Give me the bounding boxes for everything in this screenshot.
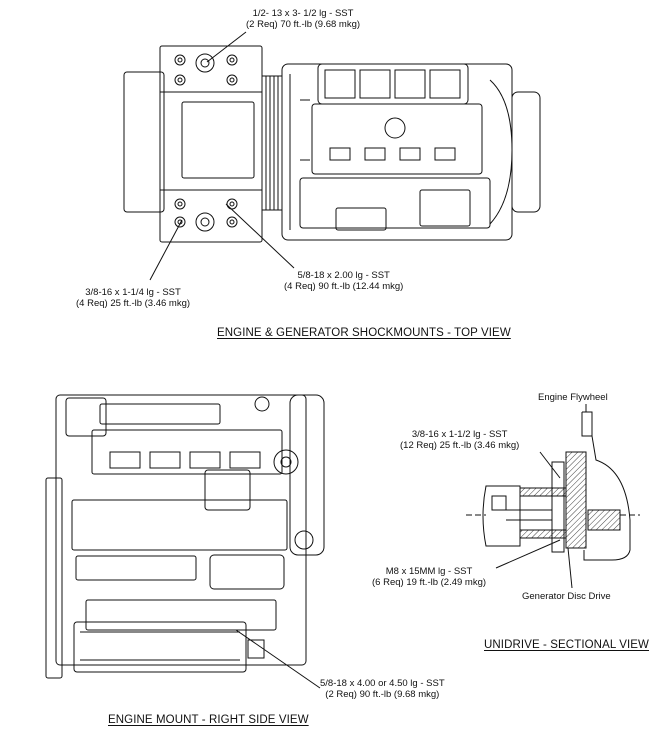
right-bolt-callout: 5/8-18 x 2.00 lg - SST (4 Req) 90 ft.-lb… [284,270,403,292]
left-bolt-callout: 3/8-16 x 1-1/4 lg - SST (4 Req) 25 ft.-l… [76,287,190,309]
flywheel-bolt-torque: (12 Req) 25 ft.-lb (3.46 mkg) [400,440,520,451]
left-bolt-spec: 3/8-16 x 1-1/4 lg - SST [85,287,181,298]
side-mount-torque: (2 Req) 90 ft.-lb (9.68 mkg) [325,689,440,700]
sectional-view-leaders [495,404,587,589]
disc-bolt-spec: M8 x 15MM lg - SST [385,566,473,577]
disc-drive-label: Generator Disc Drive [522,591,611,602]
flywheel-bolt-spec: 3/8-16 x 1-1/2 lg - SST [411,429,508,440]
right-bolt-torque: (4 Req) 90 ft.-lb (12.44 mkg) [284,281,404,292]
disc-bolt-callout: M8 x 15MM lg - SST (6 Req) 19 ft.-lb (2.… [372,566,486,588]
side-mount-callout: 5/8-18 x 4.00 or 4.50 lg - SST (2 Req) 9… [320,678,445,700]
disc-bolt-torque: (6 Req) 19 ft.-lb (2.49 mkg) [372,577,487,588]
top-bolt-torque: (2 Req) 70 ft.-lb (9.68 mkg) [246,19,361,30]
side-mount-spec: 5/8-18 x 4.00 or 4.50 lg - SST [320,678,445,689]
flywheel-bolt-callout: 3/8-16 x 1-1/2 lg - SST (12 Req) 25 ft.-… [400,429,519,451]
top-view-drawing [123,45,541,243]
top-view-title: ENGINE & GENERATOR SHOCKMOUNTS - TOP VIE… [217,327,511,339]
right-bolt-spec: 5/8-18 x 2.00 lg - SST [297,270,390,281]
flywheel-label: Engine Flywheel [538,392,608,403]
top-view-leaders [149,31,295,281]
top-bolt-spec: 1/2- 13 x 3- 1/2 lg - SST [252,8,354,19]
top-bolt-callout: 1/2- 13 x 3- 1/2 lg - SST (2 Req) 70 ft.… [246,8,360,30]
left-bolt-torque: (4 Req) 25 ft.-lb (3.46 mkg) [76,298,191,309]
side-view-title: ENGINE MOUNT - RIGHT SIDE VIEW [108,714,309,726]
sectional-view-drawing [466,411,640,561]
sectional-view-title: UNIDRIVE - SECTIONAL VIEW [484,639,650,651]
side-view-leaders [235,629,321,689]
side-view-drawing [45,394,325,679]
